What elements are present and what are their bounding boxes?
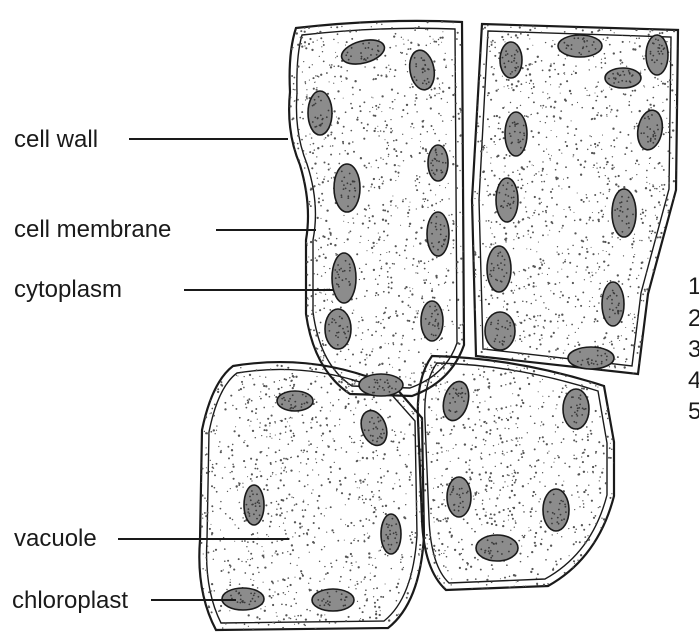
cell-membrane-outline bbox=[207, 369, 417, 623]
chloroplast bbox=[646, 35, 668, 75]
number-1: 1 bbox=[688, 275, 699, 299]
label-cytoplasm: cytoplasm bbox=[14, 278, 122, 302]
label-vacuole: vacuole bbox=[14, 527, 97, 551]
chloroplast bbox=[602, 282, 624, 326]
number-5: 5 bbox=[688, 400, 699, 424]
number-4: 4 bbox=[688, 369, 699, 393]
chloroplast bbox=[359, 374, 403, 396]
chloroplast bbox=[543, 489, 569, 531]
chloroplast bbox=[612, 189, 636, 237]
chloroplast bbox=[308, 91, 332, 135]
label-cell-membrane: cell membrane bbox=[14, 218, 171, 242]
chloroplast bbox=[500, 42, 522, 78]
chloroplast bbox=[476, 535, 518, 561]
label-chloroplast: chloroplast bbox=[12, 589, 128, 613]
chloroplast bbox=[558, 35, 602, 57]
number-2: 2 bbox=[688, 307, 699, 331]
chloroplast bbox=[325, 309, 351, 349]
label-cell-wall: cell wall bbox=[14, 128, 98, 152]
chloroplast bbox=[339, 36, 387, 69]
chloroplast bbox=[485, 312, 515, 350]
cell-4 bbox=[416, 353, 617, 592]
chloroplast bbox=[568, 347, 614, 369]
cell-1 bbox=[289, 19, 471, 401]
chloroplast bbox=[635, 108, 666, 152]
number-3: 3 bbox=[688, 338, 699, 362]
chloroplast bbox=[496, 178, 518, 222]
chloroplast bbox=[334, 164, 360, 212]
label-leader-lines bbox=[118, 139, 333, 600]
chloroplast bbox=[357, 407, 392, 449]
